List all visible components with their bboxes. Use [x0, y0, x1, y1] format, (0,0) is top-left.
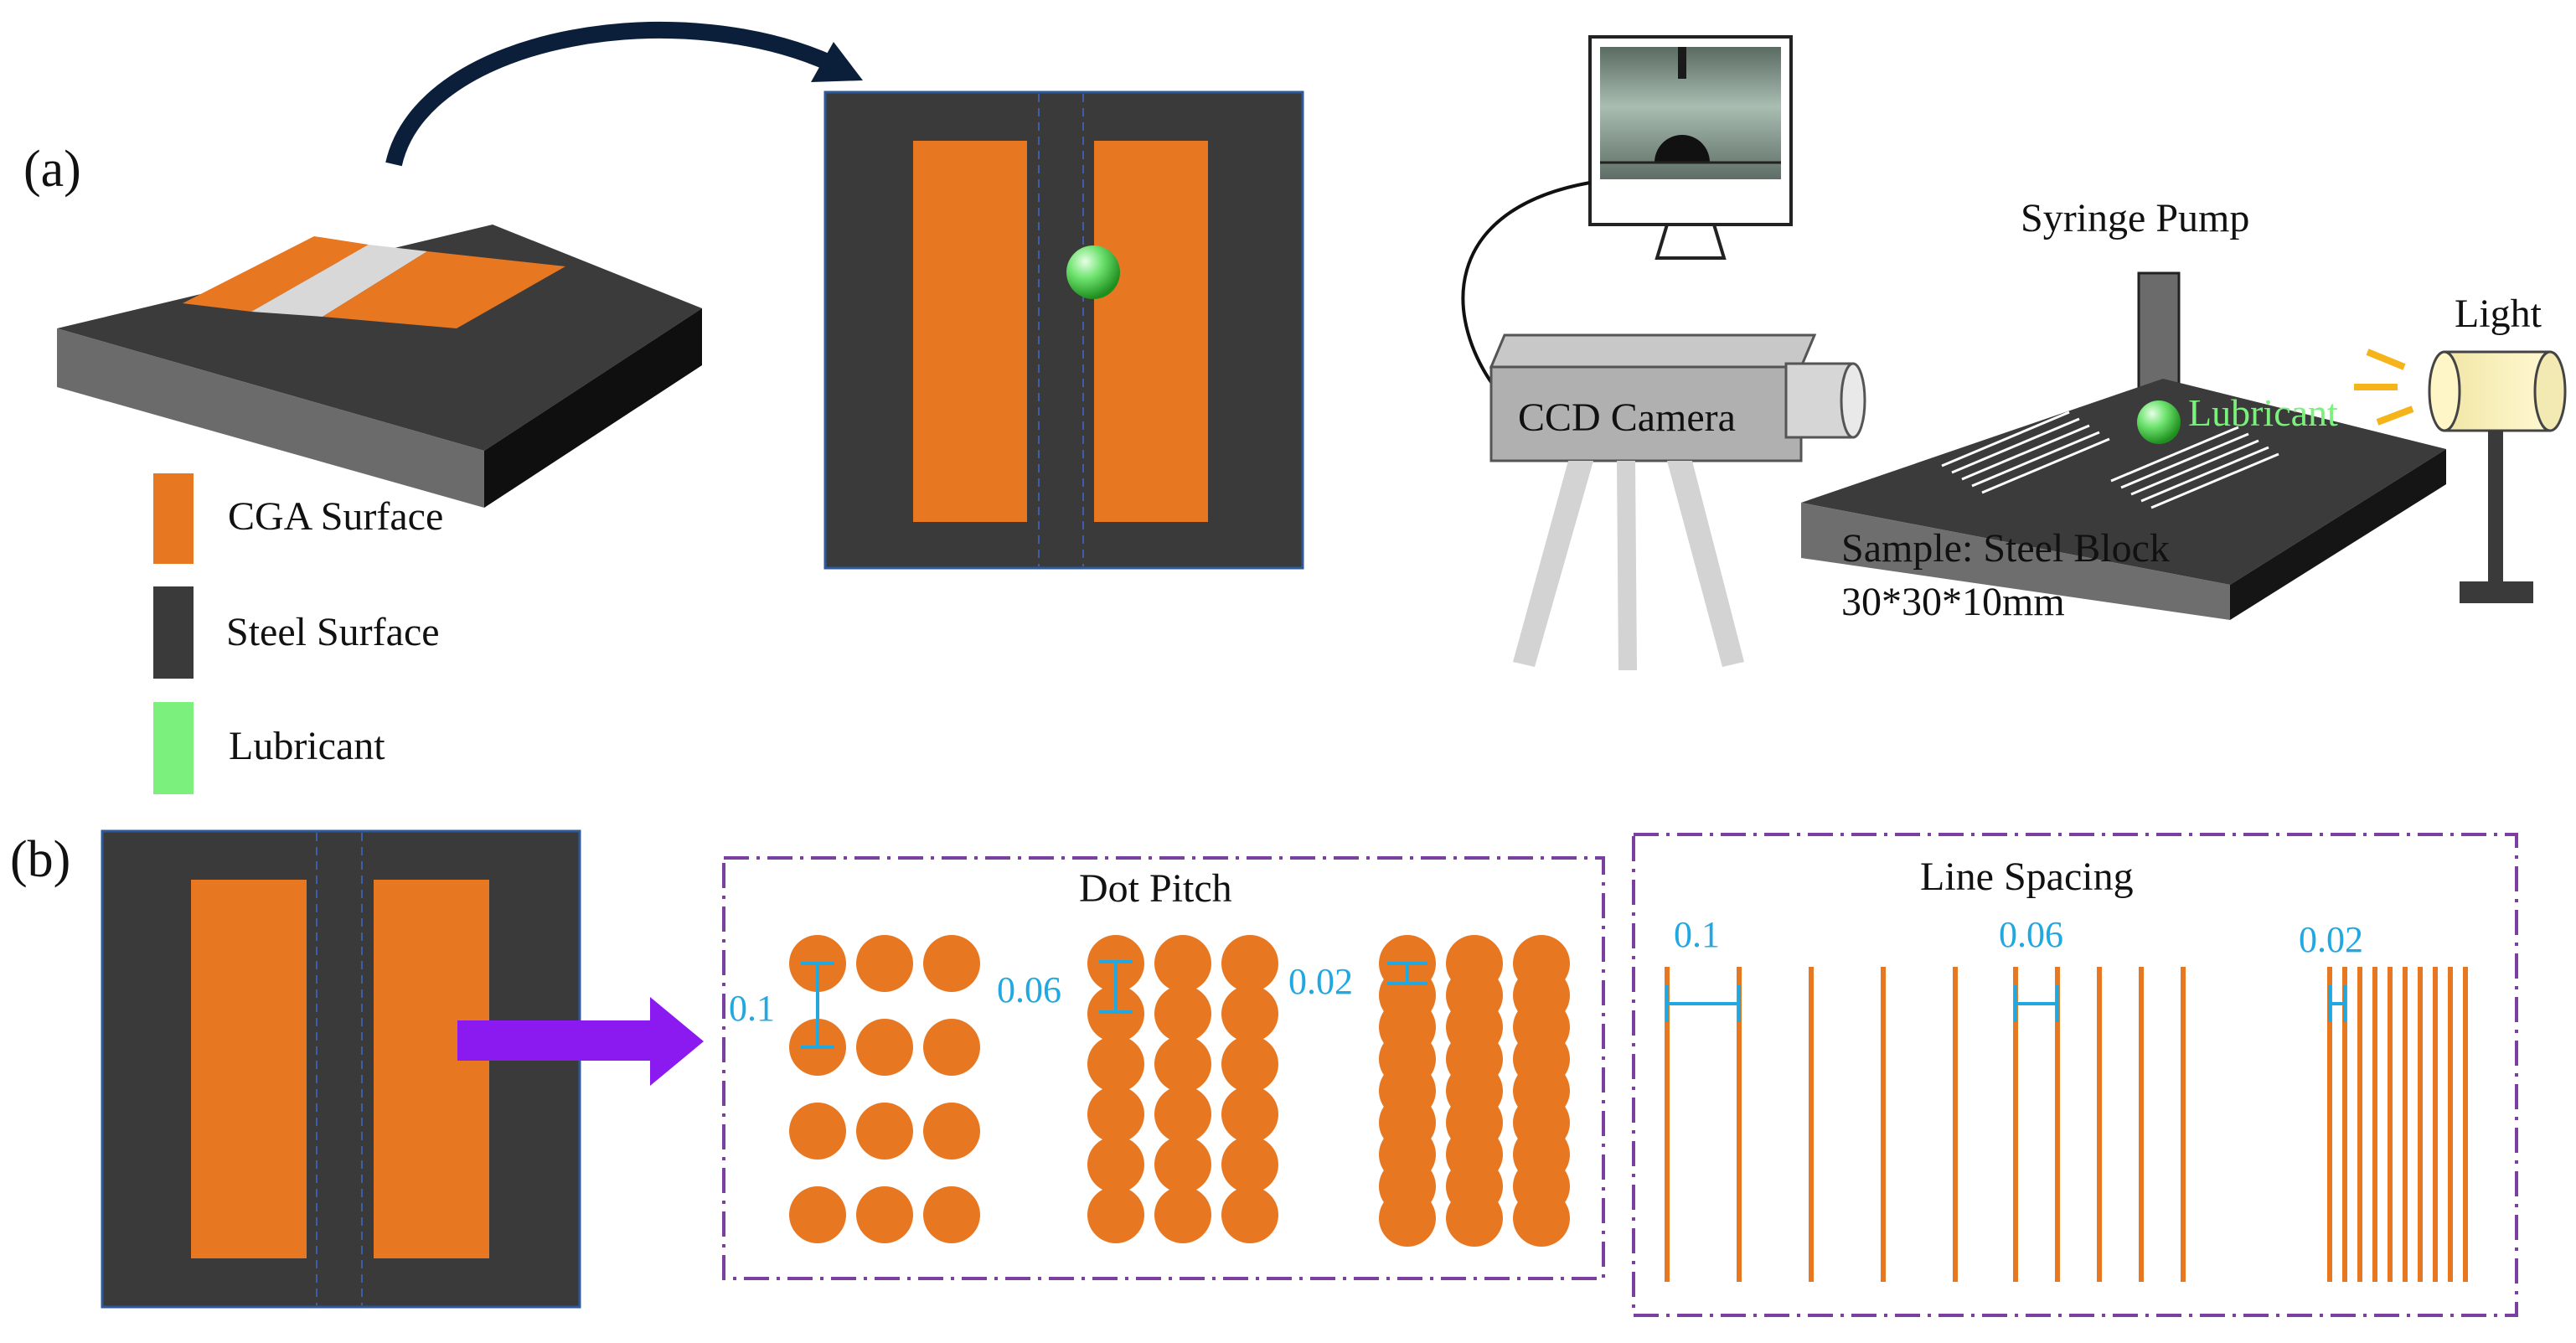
cga-dot	[1221, 985, 1278, 1042]
legend: CGA Surface Steel Surface Lubricant	[153, 473, 443, 794]
cga-dot	[856, 1186, 913, 1243]
cga-dot	[923, 1103, 980, 1160]
dot-pitch-panel: Dot Pitch 0.1 0.06 0.02	[722, 856, 1605, 1280]
sample-top-view-a	[823, 90, 1304, 570]
lubricant-droplet	[1066, 245, 1120, 299]
line-spacing-label-2: 0.02	[2299, 919, 2363, 960]
legend-label-lubricant: Lubricant	[229, 724, 385, 768]
cga-dot	[923, 1019, 980, 1076]
cga-dot	[856, 1103, 913, 1160]
legend-swatch-lubricant	[153, 702, 194, 794]
gap-strip-3d	[251, 245, 427, 317]
cga-dot	[789, 1103, 846, 1160]
dot-pitch-dim-1	[1099, 960, 1133, 1014]
line-spacing-frame	[1632, 833, 2518, 1317]
cga-dot	[1221, 1086, 1278, 1143]
cga-strip-right-3d	[323, 251, 565, 328]
cga-dot	[1221, 935, 1278, 992]
panel-label-b: (b)	[10, 831, 70, 888]
cga-dot	[1154, 1036, 1211, 1092]
cga-dot	[1087, 1186, 1144, 1243]
camera-cable	[1461, 181, 1591, 395]
cga-dot	[1379, 1190, 1436, 1247]
laser-lines	[1941, 411, 2279, 509]
panel-label-a: (a)	[23, 141, 81, 198]
camera-tripod	[1513, 461, 1744, 670]
sample-steel-block: Lubricant Sample: Steel Block 30*30*10mm	[1801, 379, 2446, 624]
steel-block-3d	[57, 225, 702, 508]
line-spacing-label-1: 0.06	[1999, 914, 2063, 955]
cga-dot	[1221, 1136, 1278, 1193]
line-spacing-dim-2	[2328, 985, 2346, 1022]
monitor	[1588, 35, 1793, 260]
dot-pitch-dim-0	[801, 962, 834, 1049]
cga-dot	[1154, 935, 1211, 992]
line-spacing-label-0: 0.1	[1674, 914, 1720, 955]
curved-arrow	[385, 22, 863, 167]
dot-pitch-label-1: 0.06	[997, 969, 1061, 1010]
cga-dot	[1446, 1190, 1503, 1247]
cga-dot	[1154, 985, 1211, 1042]
light-source: Light	[2354, 292, 2567, 603]
dot-groups	[789, 935, 1570, 1247]
legend-swatch-cga	[153, 473, 194, 564]
light-base	[2460, 581, 2533, 603]
legend-label-cga: CGA Surface	[228, 494, 443, 539]
lubricant-droplet-setup	[2137, 400, 2181, 444]
cga-dot	[856, 1019, 913, 1076]
sample-top-view-b	[101, 829, 581, 1309]
cga-dot	[1513, 1190, 1570, 1247]
cga-strip-left-3d	[183, 236, 369, 312]
cga-strip-right-b	[374, 880, 489, 1258]
dot-pitch-dim-2	[1387, 962, 1427, 985]
syringe-pump-label: Syringe Pump	[2021, 196, 2249, 240]
cga-dot	[923, 935, 980, 992]
sample-label-line2: 30*30*10mm	[1841, 580, 2065, 624]
cga-dot	[1087, 1136, 1144, 1193]
cga-strip-left-b	[191, 880, 307, 1258]
zoom-arrow	[457, 997, 704, 1086]
syringe-pump: Syringe Pump	[2021, 196, 2249, 409]
cga-dot	[789, 1186, 846, 1243]
dot-pitch-frame	[722, 856, 1605, 1280]
cga-dot	[1154, 1086, 1211, 1143]
ccd-camera-label: CCD Camera	[1518, 395, 1736, 440]
legend-label-steel: Steel Surface	[226, 610, 440, 654]
lubricant-label: Lubricant	[2188, 391, 2338, 434]
dot-pitch-label-0: 0.1	[729, 988, 775, 1029]
legend-swatch-steel	[153, 586, 194, 679]
line-spacing-dim-0	[1665, 985, 1741, 1022]
cga-strip-left	[913, 141, 1027, 522]
cga-dot	[1087, 1086, 1144, 1143]
light-label: Light	[2455, 292, 2542, 336]
cga-dot	[1154, 1136, 1211, 1193]
cga-dot	[1221, 1186, 1278, 1243]
cga-dot	[1087, 1036, 1144, 1092]
light-stand	[2488, 431, 2503, 581]
cga-dot	[856, 935, 913, 992]
dot-pitch-label-2: 0.02	[1288, 961, 1353, 1002]
ccd-camera: CCD Camera	[1489, 333, 1866, 462]
cga-dot	[1154, 1186, 1211, 1243]
line-spacing-title: Line Spacing	[1920, 855, 2134, 899]
cga-strip-right	[1094, 141, 1208, 522]
dot-pitch-title: Dot Pitch	[1079, 866, 1232, 911]
line-spacing-dim-1	[2014, 985, 2059, 1022]
cga-dot	[1221, 1036, 1278, 1092]
cga-dot	[923, 1186, 980, 1243]
line-spacing-panel: Line Spacing 0.1 0.06 0.02	[1632, 833, 2518, 1317]
line-groups	[1665, 967, 2468, 1282]
sample-label-line1: Sample: Steel Block	[1841, 526, 2170, 571]
